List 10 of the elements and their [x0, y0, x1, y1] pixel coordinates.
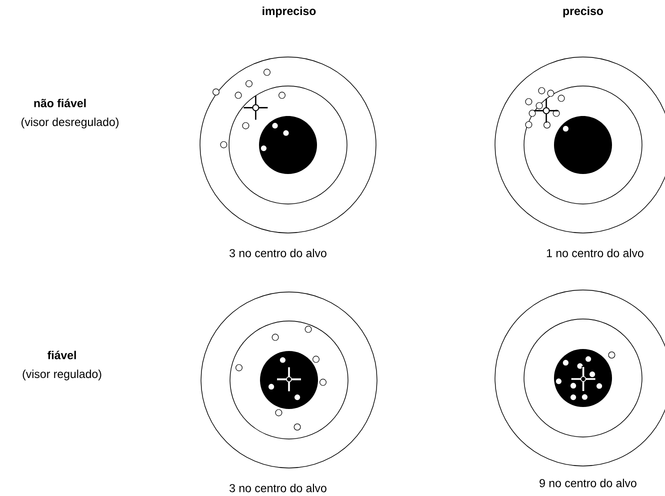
label: 3 no centro do alvo	[230, 248, 326, 258]
label: 3 no centro do alvo	[230, 484, 326, 492]
label: não fiável	[34, 98, 86, 108]
label: preciso	[563, 6, 603, 18]
label: impreciso	[262, 6, 316, 18]
label: (visor regulado)	[22, 370, 102, 380]
label: 1 no centro do alvo	[546, 248, 644, 258]
label: fiável	[48, 350, 76, 360]
label: (visor desregulado)	[22, 118, 118, 128]
label: 9 no centro do alvo	[540, 478, 636, 488]
